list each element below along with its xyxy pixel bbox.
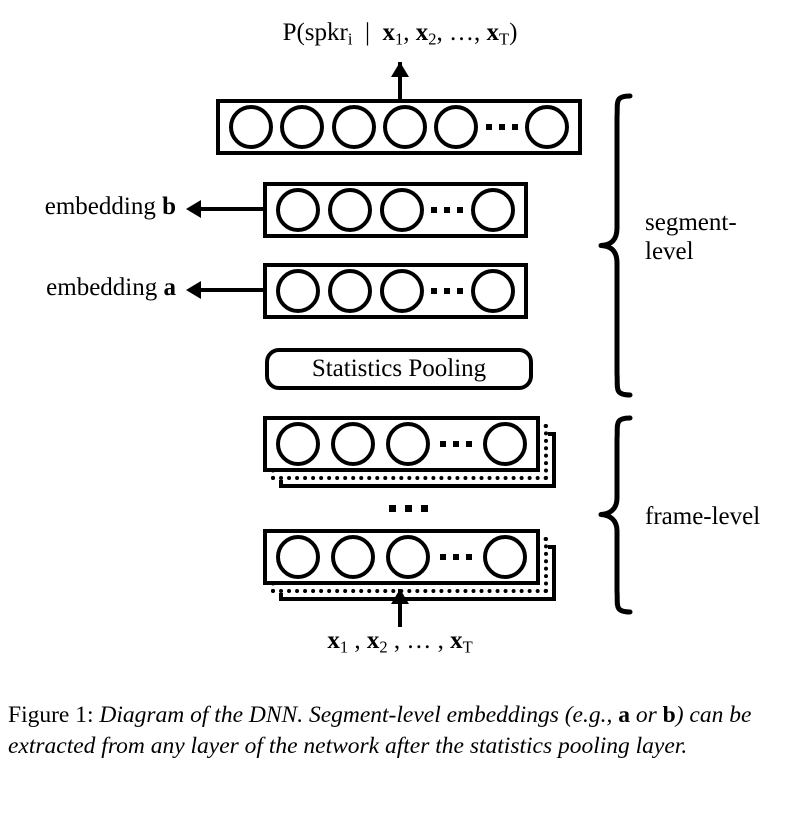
input-x1: x <box>327 627 340 654</box>
formula-xT: x <box>486 19 499 46</box>
neuron <box>331 105 376 149</box>
frame-level-label: frame-level <box>645 502 760 531</box>
neuron <box>379 188 424 232</box>
embedding-a-arrow-shaft <box>200 288 266 292</box>
ellipsis-dots <box>440 554 473 560</box>
output-probability-formula: P(spkri | x1, x2, …, xT) <box>282 19 518 49</box>
input-arrow <box>391 589 409 627</box>
frame-level-brace-svg <box>598 415 633 615</box>
caption-part3: ) can be extracted from any layer of the… <box>8 702 752 759</box>
embedding-a-arrow <box>186 280 266 300</box>
statistics-pooling-box: Statistics Pooling <box>265 348 533 390</box>
input-x2-sub: 2 <box>379 637 388 657</box>
embedding-b-arrow-head <box>186 200 201 218</box>
caption-part2: or <box>630 702 663 728</box>
neuron <box>276 269 320 313</box>
embedding-b-vector: b <box>162 193 176 220</box>
input-features-formula: x1 , x2 , … , xT <box>327 627 473 657</box>
segment-level-brace <box>596 93 640 398</box>
formula-x1-sub: 1 <box>394 29 404 49</box>
frame-level-text: frame-level <box>645 503 761 530</box>
formula-x2: x <box>415 19 429 46</box>
input-xT-sub: T <box>462 637 473 657</box>
neuron <box>471 188 515 232</box>
figure-caption: Figure 1: Diagram of the DNN. Segment-le… <box>8 700 792 761</box>
segment-level-brace-svg <box>598 93 633 398</box>
neuron <box>327 188 372 232</box>
neuron <box>483 535 527 579</box>
segment-level-label: segment- level <box>645 208 737 266</box>
embedding-b-text: embedding <box>44 193 156 220</box>
neuron <box>280 105 325 149</box>
frame-layers-ellipsis <box>389 505 428 512</box>
formula-ellipsis: … <box>448 19 474 46</box>
ellipsis-dots <box>440 441 473 447</box>
input-x1-sub: 1 <box>339 637 349 657</box>
formula-sub-i: i <box>347 29 353 49</box>
neuron <box>229 105 273 149</box>
input-ellipsis: … <box>406 627 432 654</box>
caption-vector-b: b <box>662 702 676 728</box>
embedding-a-vector: a <box>163 274 177 301</box>
neuron <box>276 535 320 579</box>
dnn-diagram: P(spkri | x1, x2, …, xT) embedding b emb… <box>0 19 760 657</box>
input-x2: x <box>366 627 380 654</box>
output-layer-box <box>216 99 582 155</box>
caption-vector-a: a <box>618 702 630 728</box>
formula-prefix: P(spkr <box>282 19 348 46</box>
frame-level-brace <box>596 415 640 615</box>
embedding-b-arrow-shaft <box>200 207 266 211</box>
ellipsis-dots <box>431 288 464 294</box>
neuron <box>483 422 527 466</box>
neuron <box>330 535 375 579</box>
neuron <box>385 535 430 579</box>
caption-lead: Figure 1: <box>8 702 100 728</box>
embedding-b-arrow <box>186 199 266 219</box>
embedding-a-layer-box <box>263 263 528 319</box>
neuron <box>276 422 320 466</box>
caption-part1: Diagram of the DNN. Segment-level embedd… <box>99 702 619 728</box>
input-arrow-head <box>391 589 409 604</box>
output-arrow <box>391 62 409 100</box>
embedding-a-label: embedding a <box>0 275 176 300</box>
neuron <box>382 105 427 149</box>
embedding-b-label: embedding b <box>0 194 176 219</box>
input-xT: x <box>450 627 463 654</box>
neuron <box>471 269 515 313</box>
ellipsis-dots <box>431 207 464 213</box>
formula-x1: x <box>382 19 395 46</box>
neuron <box>379 269 424 313</box>
neuron <box>330 422 375 466</box>
input-arrow-shaft <box>398 589 402 627</box>
neuron <box>327 269 372 313</box>
statistics-pooling-label: Statistics Pooling <box>311 355 487 382</box>
embedding-a-text: embedding <box>46 274 158 301</box>
output-arrow-head <box>391 62 409 77</box>
neuron <box>434 105 479 149</box>
embedding-a-arrow-head <box>186 281 201 299</box>
ellipsis-dots <box>485 124 518 130</box>
neuron <box>524 105 569 149</box>
embedding-b-layer-box <box>263 182 528 238</box>
formula-xT-sub: T <box>498 29 510 49</box>
formula-suffix: ) <box>509 19 518 46</box>
formula-x2-sub: 2 <box>428 29 437 49</box>
segment-level-line1: segment- <box>645 209 737 236</box>
frame-layer-lower-box <box>263 529 540 585</box>
segment-level-line2: level <box>645 238 694 265</box>
neuron <box>276 188 320 232</box>
formula-bar: | <box>364 19 370 46</box>
output-arrow-shaft <box>398 62 402 100</box>
neuron <box>385 422 430 466</box>
frame-layer-upper-box <box>263 416 540 472</box>
